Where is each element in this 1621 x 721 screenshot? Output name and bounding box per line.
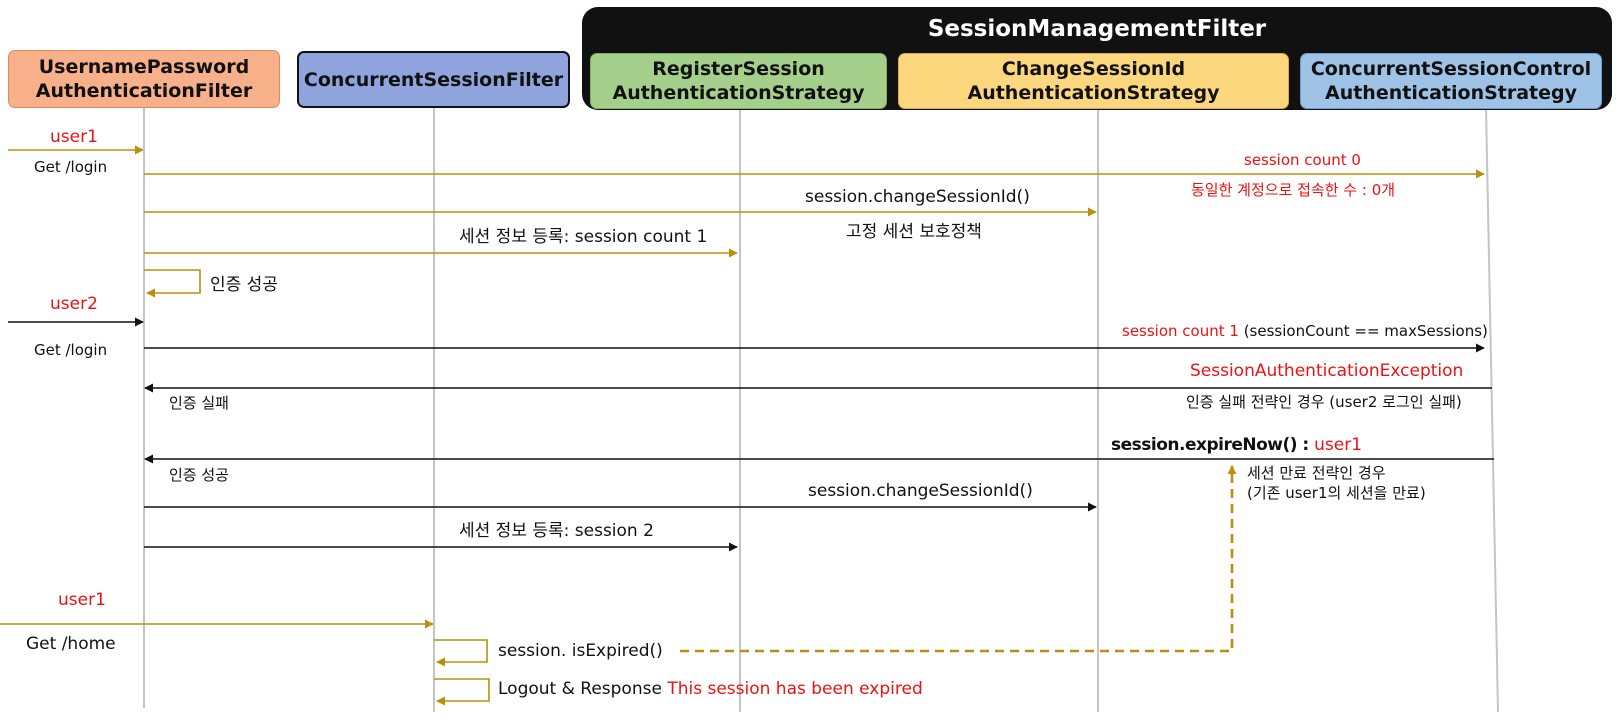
label-expire-now: session.expireNow() : user1 [1111,435,1362,455]
label-session-count-1-value: session count 1 [1122,322,1239,340]
label-auth-success-b: 인증 성공 [169,466,229,484]
label-session-auth-exception: SessionAuthenticationException [1190,361,1464,381]
label-change-session-id-b: session.changeSessionId() [808,481,1033,501]
arrow-logout-self [434,678,490,706]
label-expire-strategy-1: 세션 만료 전략인 경우 [1247,464,1386,482]
label-get-home: Get /home [26,634,116,654]
participant-change-session-id-strategy: ChangeSessionId AuthenticationStrategy [898,53,1289,109]
label-expire-user1: user1 [1314,435,1363,455]
participant-concurrent-session-filter: ConcurrentSessionFilter [297,51,570,108]
label-auth-fail-strategy: 인증 실패 전략인 경우 (user2 로그인 실패) [1186,393,1462,411]
participant-concurrent-session-control-strategy: ConcurrentSessionControl AuthenticationS… [1300,53,1602,109]
label-get-login-a: Get /login [34,158,108,176]
label-expire-strategy-2: (기존 user1의 세션을 만료) [1247,484,1426,502]
label-user1-a: user1 [50,127,98,147]
arrow-auth-success-self [144,269,201,298]
dashed-expire-link [680,465,1237,653]
label-expire-now-call: session.expireNow() : [1111,435,1315,455]
label-fixation-protection: 고정 세션 보호정책 [846,222,982,242]
label-logout-response: Logout & Response This session has been … [498,679,923,699]
label-logout: Logout & Response [498,679,668,699]
label-auth-success-a: 인증 성공 [210,275,278,295]
label-same-account-count: 동일한 계정으로 접속한 수 : 0개 [1191,181,1396,199]
label-user1-b: user1 [58,590,106,610]
label-register-count-1: 세션 정보 등록: session count 1 [459,227,708,247]
label-get-login-b: Get /login [34,341,108,359]
label-session-count-condition: (sessionCount == maxSessions) [1238,322,1488,340]
label-change-session-id-a: session.changeSessionId() [805,187,1030,207]
label-expired-message: This session has been expired [667,679,923,699]
label-session-count-0: session count 0 [1244,151,1361,169]
label-user2: user2 [50,294,98,314]
label-is-expired: session. isExpired() [498,641,663,661]
lifeline-cscas [1485,107,1499,713]
participant-register-session-strategy: RegisterSession AuthenticationStrategy [590,53,887,109]
label-session-count-1: session count 1 (sessionCount == maxSess… [1122,321,1488,341]
label-auth-fail: 인증 실패 [169,394,229,412]
arrow-is-expired-self [434,639,488,667]
label-register-session-2: 세션 정보 등록: session 2 [459,521,654,541]
group-title: SessionManagementFilter [927,16,1267,42]
participant-username-password-authentication-filter: UsernamePassword AuthenticationFilter [8,50,280,108]
